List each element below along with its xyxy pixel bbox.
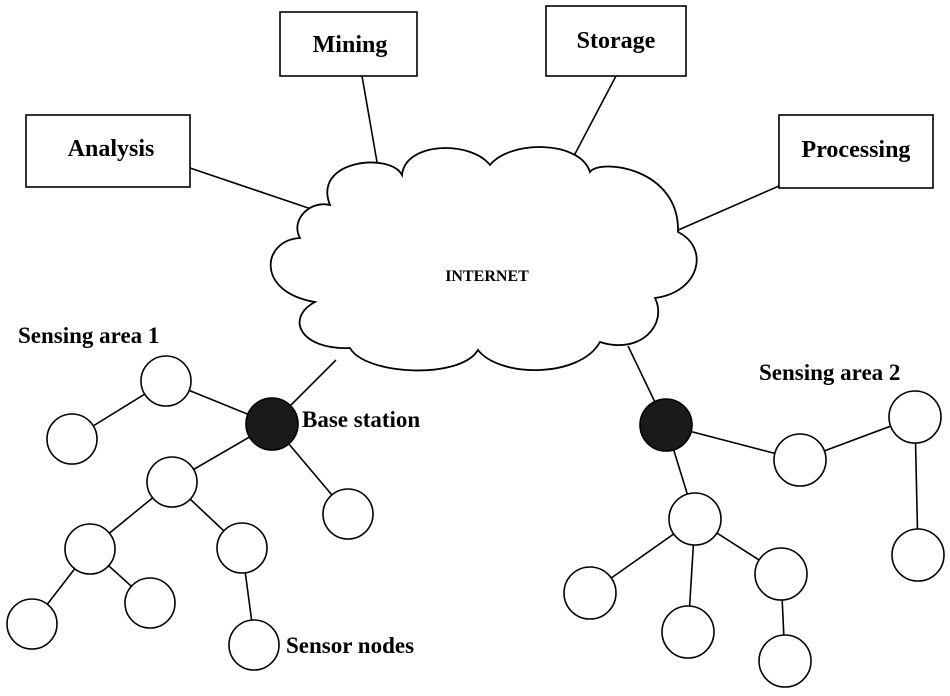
storage-box [545, 5, 687, 77]
analysis-box [25, 114, 191, 188]
sensing-area-1-label: Sensing area 1 [18, 323, 159, 348]
service-storage: Storage [545, 5, 687, 77]
service-mining: Mining [279, 11, 418, 77]
sensor-node [668, 492, 722, 546]
sensing-area-2 [563, 390, 945, 688]
cloud-shape [269, 146, 698, 372]
analysis-label: Analysis [68, 136, 155, 162]
sensor-node [6, 598, 58, 650]
sensor-node [64, 523, 116, 575]
base-station-1 [245, 397, 299, 451]
cloud-label: INTERNET [445, 268, 529, 285]
sensing-area-1 [6, 355, 374, 671]
sensor-node [322, 488, 374, 540]
sensing-area-2-label: Sensing area 2 [759, 360, 900, 385]
sensor-node [140, 355, 192, 407]
sensor-node [773, 433, 827, 487]
storage-label: Storage [577, 28, 656, 54]
sensor-node [216, 522, 268, 574]
sensor-node [46, 413, 98, 465]
link-processing-cloud [675, 185, 780, 232]
mining-box [279, 11, 418, 77]
sensor-node [124, 577, 176, 629]
sensor-node [146, 456, 198, 508]
sensor-node [563, 566, 617, 620]
sensor-node [754, 547, 808, 601]
processing-label: Processing [802, 137, 911, 163]
link-analysis-cloud [189, 167, 324, 214]
sensor-nodes-label: Sensor nodes [286, 633, 414, 658]
sensor-node [228, 619, 280, 671]
sensor-node [758, 634, 812, 688]
processing-box [778, 114, 934, 189]
service-analysis: Analysis [25, 114, 191, 188]
mining-label: Mining [313, 32, 388, 58]
base-station-2 [639, 398, 693, 452]
service-processing: Processing [778, 114, 934, 189]
sensor-node [888, 390, 942, 444]
internet-cloud: INTERNET [269, 146, 698, 372]
area-2-edges [589, 416, 919, 662]
sensor-node [661, 605, 715, 659]
base-station-label: Base station [302, 407, 420, 432]
sensor-node [891, 528, 945, 582]
